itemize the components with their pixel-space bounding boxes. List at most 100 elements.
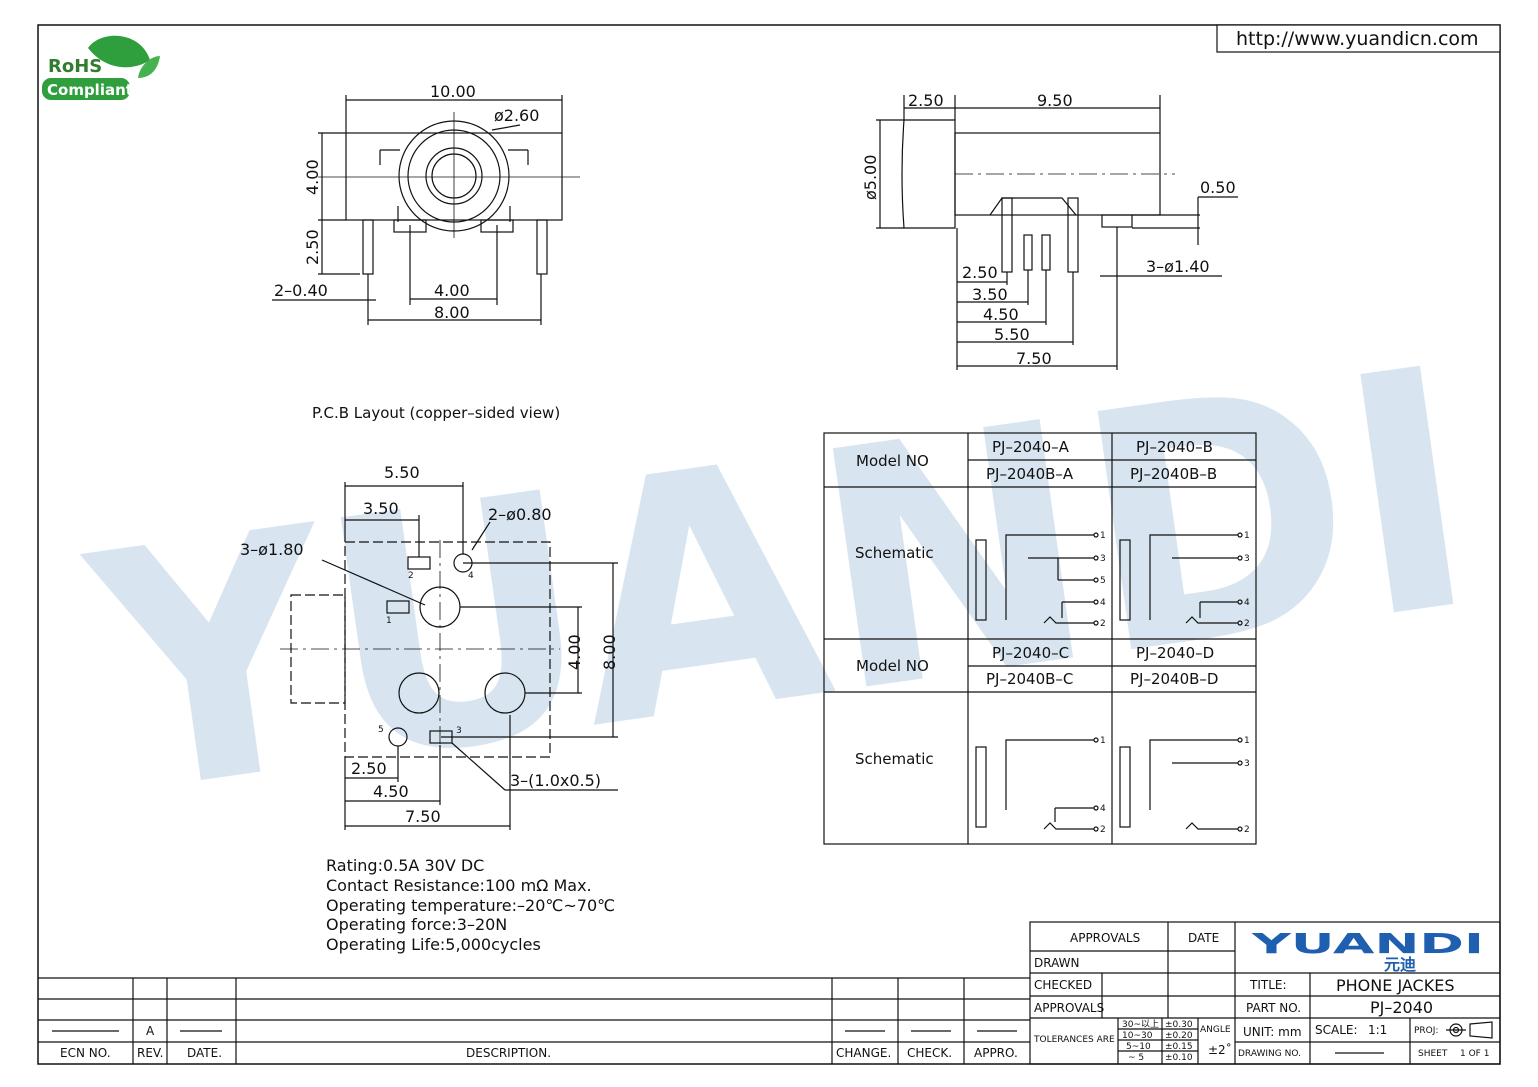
side-dim-250: 2.50 — [962, 263, 998, 282]
pin-num: 1 — [1244, 736, 1250, 746]
front-view — [272, 95, 580, 325]
tb-tol-value-3: ±0.15 — [1165, 1042, 1193, 1052]
side-dim-450: 4.50 — [983, 305, 1019, 324]
tb-tol-value-2: ±0.20 — [1165, 1031, 1193, 1041]
pcb-title: P.C.B Layout (copper–sided view) — [312, 404, 560, 422]
spec-rating: Rating:0.5A 30V DC — [326, 856, 484, 875]
model-a: PJ–2040–A — [992, 438, 1070, 456]
front-hole-label: ø2.60 — [494, 106, 539, 125]
pin-num: 3 — [1244, 554, 1250, 564]
pin-num: 1 — [1100, 736, 1106, 746]
tb-scale-label: SCALE: — [1315, 1023, 1358, 1037]
model-bc: PJ–2040B–C — [986, 670, 1073, 688]
leaf-icon-small — [138, 56, 160, 78]
side-offset-label: 0.50 — [1200, 178, 1236, 197]
side-dim-550: 5.50 — [994, 325, 1030, 344]
watermark-text: YUANDI — [68, 297, 1493, 870]
pin-num: 2 — [1100, 619, 1106, 629]
side-body-label: 9.50 — [1037, 91, 1073, 110]
tb-approvals: APPROVALS — [1070, 931, 1140, 945]
tb-part-value: PJ–2040 — [1370, 998, 1433, 1017]
pcb-holes-large: 3–ø1.80 — [240, 540, 304, 559]
tb-logo-cn: 元迪 — [1384, 955, 1416, 974]
tb-scale-value: 1:1 — [1368, 1023, 1387, 1037]
tb-drawing-no: DRAWING NO. — [1238, 1049, 1301, 1059]
pcb-pin-5: 5 — [378, 725, 384, 735]
pcb-dim-800: 8.00 — [600, 634, 619, 670]
compliant-text: Compliant — [47, 81, 133, 99]
pcb-pin-3: 3 — [456, 726, 462, 736]
tb-tolerances: TOLERANCES ARE — [1033, 1035, 1115, 1045]
side-view — [876, 95, 1238, 370]
pin-num: 5 — [1100, 576, 1106, 586]
tb-proj: PROJ: — [1414, 1026, 1438, 1036]
spec-life: Operating Life:5,000cycles — [326, 935, 541, 954]
model-label-2: Model NO — [856, 657, 929, 675]
rev-header-appro: APPRO. — [974, 1046, 1018, 1060]
front-pin-spacing-label: 4.00 — [434, 281, 470, 300]
leaf-icon — [88, 35, 150, 68]
pcb-dim-750: 7.50 — [405, 807, 441, 826]
model-label-1: Model NO — [856, 452, 929, 470]
side-dim-750: 7.50 — [1016, 349, 1052, 368]
pcb-dim-250: 2.50 — [351, 759, 387, 778]
tb-sheet: SHEET — [1418, 1049, 1448, 1059]
tb-title-value: PHONE JACKES — [1336, 976, 1454, 995]
schematic-label-2: Schematic — [855, 750, 934, 768]
front-height-label: 4.00 — [303, 159, 322, 195]
schematic-pin-numbers: 1 3 5 4 2 1 3 4 2 1 4 2 1 3 2 — [1100, 531, 1250, 835]
rev-header-rev: REV. — [137, 1046, 163, 1060]
pcb-pin-2: 2 — [408, 571, 414, 581]
tb-date: DATE — [1188, 931, 1219, 945]
tb-unit: UNIT: mm — [1243, 1025, 1302, 1039]
tb-approvals2: APPROVALS — [1034, 1001, 1104, 1015]
tb-logo: YUANDI — [1250, 927, 1484, 960]
pcb-dim-450: 4.50 — [373, 782, 409, 801]
rev-header-description: DESCRIPTION. — [466, 1046, 551, 1060]
revision-block — [38, 977, 1030, 1064]
rohs-logo: RoHS Compliant — [42, 35, 160, 100]
sheet-border — [37, 24, 1501, 1065]
pin-num: 4 — [1100, 804, 1106, 814]
pcb-dim-400: 4.00 — [565, 634, 584, 670]
tb-title-label: TITLE: — [1249, 978, 1287, 992]
pin-num: 2 — [1100, 825, 1106, 835]
tb-part-label: PART NO. — [1246, 1001, 1301, 1015]
pcb-holes-small: 2–ø0.80 — [488, 505, 552, 524]
pin-num: 2 — [1244, 825, 1250, 835]
rev-header-check: CHECK. — [907, 1046, 952, 1060]
pcb-pin-1: 1 — [386, 616, 392, 626]
model-d: PJ–2040–D — [1136, 644, 1214, 662]
tb-sheet-value: 1 OF 1 — [1460, 1049, 1489, 1059]
pin-num: 1 — [1244, 531, 1250, 541]
model-b: PJ–2040–B — [1136, 438, 1213, 456]
front-overall-label: 8.00 — [434, 303, 470, 322]
tb-tol-range-4: ~ 5 — [1128, 1053, 1144, 1063]
side-cap-label: 2.50 — [908, 91, 944, 110]
tb-checked: CHECKED — [1034, 978, 1092, 992]
pcb-dim-350: 3.50 — [363, 499, 399, 518]
pin-num: 3 — [1100, 554, 1106, 564]
pcb-dim-550: 5.50 — [384, 463, 420, 482]
tb-drawn: DRAWN — [1034, 956, 1080, 970]
compliant-badge — [42, 78, 130, 100]
tb-tol-value-1: ±0.30 — [1165, 1020, 1193, 1030]
rohs-text: RoHS — [48, 56, 102, 77]
spec-temperature: Operating temperature:–20℃~70℃ — [326, 896, 615, 915]
rev-header-ecn: ECN NO. — [60, 1046, 111, 1060]
watermark: YUANDI — [68, 297, 1493, 870]
pcb-layout — [280, 482, 618, 830]
tb-tol-range-1: 30~以上 — [1122, 1019, 1159, 1030]
pin-num: 2 — [1244, 619, 1250, 629]
tb-angle-value: ±2˚ — [1208, 1042, 1232, 1057]
rev-header-date: DATE. — [187, 1046, 222, 1060]
pin-num: 4 — [1100, 598, 1106, 608]
schematic-label-1: Schematic — [855, 544, 934, 562]
tb-tol-value-4: ±0.10 — [1165, 1053, 1193, 1063]
tb-angle: ANGLE — [1200, 1025, 1231, 1035]
pin-num: 3 — [1244, 759, 1250, 769]
model-table — [823, 432, 1257, 845]
url-text: http://www.yuandicn.com — [1236, 28, 1479, 50]
front-pin-len-label: 2.50 — [303, 229, 322, 265]
